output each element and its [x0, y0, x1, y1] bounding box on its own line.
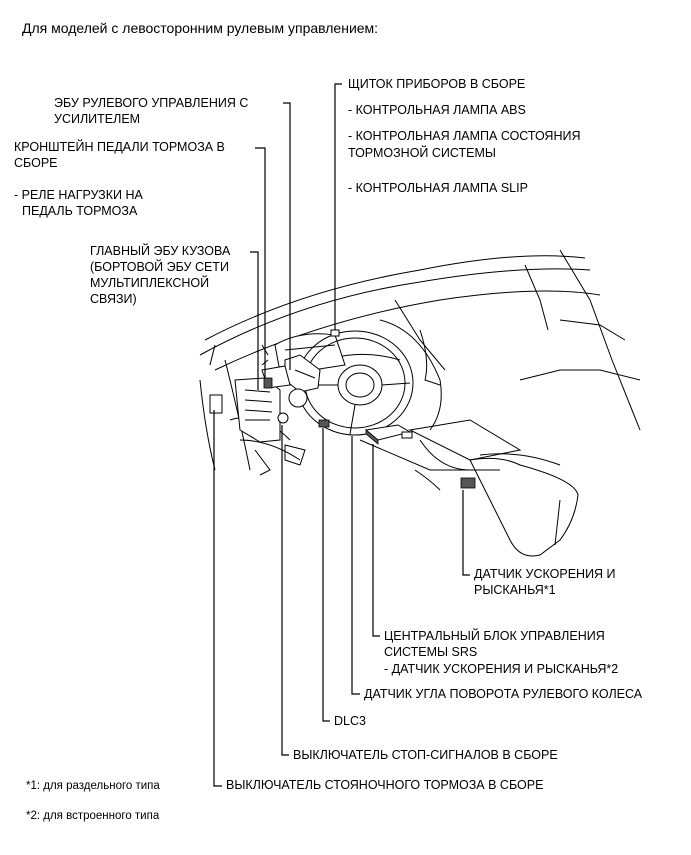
- yaw-sensor-label-2: РЫСКАНЬЯ*1: [474, 583, 556, 597]
- brake-lamp-label-2: ТОРМОЗНОЙ СИСТЕМЫ: [348, 146, 496, 160]
- srs-unit-label-3: - ДАТЧИК УСКОРЕНИЯ И РЫСКАНЬЯ*2: [384, 662, 619, 676]
- pedal-bracket-label-1: КРОНШТЕЙН ПЕДАЛИ ТОРМОЗА В: [14, 140, 225, 154]
- relay-label-2: ПЕДАЛЬ ТОРМОЗА: [22, 204, 138, 218]
- yaw-sensor-label-1: ДАТЧИК УСКОРЕНИЯ И: [474, 567, 616, 581]
- brake-lamp-label-1: - КОНТРОЛЬНАЯ ЛАМПА СОСТОЯНИЯ: [348, 129, 581, 143]
- parking-switch-label: ВЫКЛЮЧАТЕЛЬ СТОЯНОЧНОГО ТОРМОЗА В СБОРЕ: [226, 778, 544, 792]
- body-ecu-label-4: СВЯЗИ): [90, 292, 137, 306]
- meter-label: ЩИТОК ПРИБОРОВ В СБОРЕ: [348, 77, 526, 91]
- body-ecu-label-3: МУЛЬТИПЛЕКСНОЙ: [90, 276, 210, 290]
- footnote-2: *2: для встроенного типа: [26, 810, 160, 822]
- abs-lamp-label: - КОНТРОЛЬНАЯ ЛАМПА ABS: [348, 103, 526, 117]
- srs-unit-label-1: ЦЕНТРАЛЬНЫЙ БЛОК УПРАВЛЕНИЯ: [384, 629, 605, 643]
- dashboard-drawing: [199, 249, 641, 557]
- relay-label-1: - РЕЛЕ НАГРУЗКИ НА: [14, 188, 143, 202]
- body-ecu-label-2: (БОРТОВОЙ ЭБУ СЕТИ: [90, 260, 229, 274]
- eps-ecu-label-2: УСИЛИТЕЛЕМ: [54, 112, 141, 126]
- leader-lines: [213, 83, 470, 787]
- page-title: Для моделей с левосторонним рулевым упра…: [22, 20, 379, 36]
- dlc3-label: DLC3: [334, 714, 366, 728]
- srs-unit-label-2: СИСТЕМЫ SRS: [384, 645, 478, 659]
- pedal-bracket-label-2: СБОРЕ: [14, 156, 58, 170]
- footnote-1: *1: для раздельного типа: [26, 780, 160, 792]
- slip-lamp-label: - КОНТРОЛЬНАЯ ЛАМПА SLIP: [348, 181, 528, 195]
- eps-ecu-label-1: ЭБУ РУЛЕВОГО УПРАВЛЕНИЯ С: [54, 96, 249, 110]
- body-ecu-label-1: ГЛАВНЫЙ ЭБУ КУЗОВА: [90, 244, 231, 258]
- stop-switch-label: ВЫКЛЮЧАТЕЛЬ СТОП-СИГНАЛОВ В СБОРЕ: [293, 748, 558, 762]
- steering-sensor-label: ДАТЧИК УГЛА ПОВОРОТА РУЛЕВОГО КОЛЕСА: [364, 687, 643, 701]
